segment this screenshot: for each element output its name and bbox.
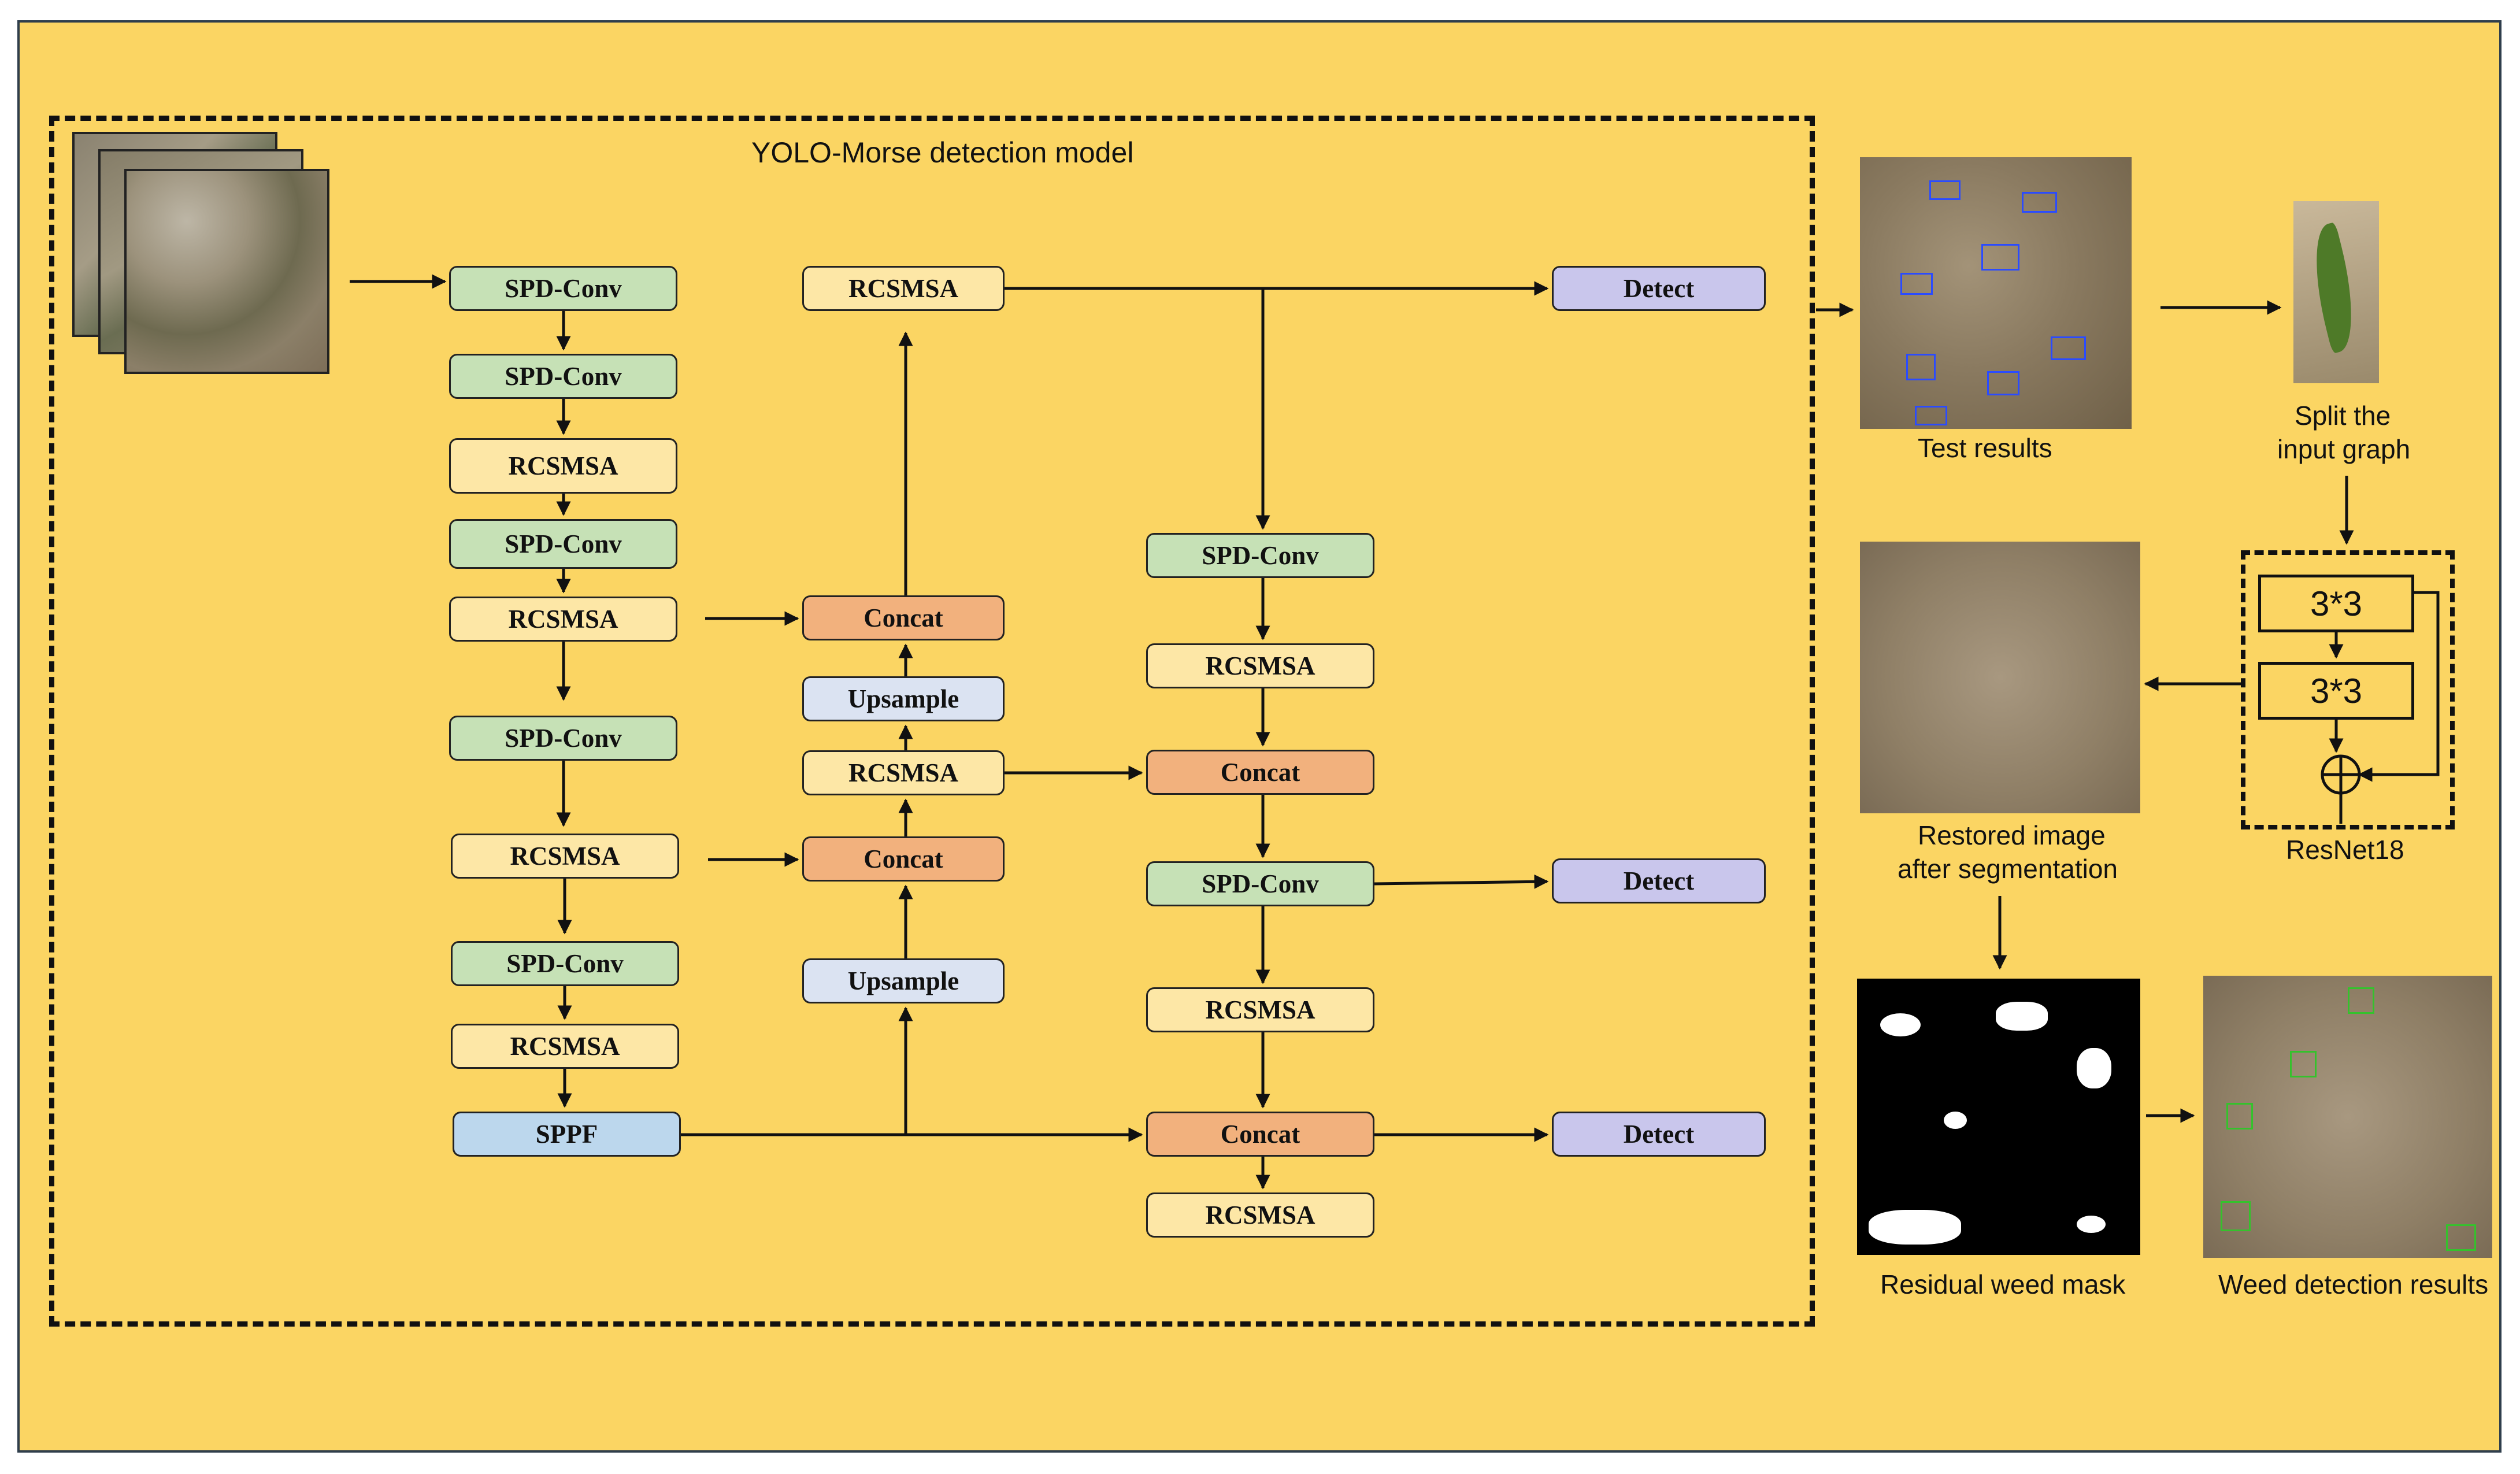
detection-box (2446, 1224, 2476, 1251)
split-leaf-image (2293, 201, 2379, 383)
detection-box (2051, 336, 2086, 360)
rcsmsa-right-block-2: RCSMSA (1146, 987, 1374, 1032)
resnet-conv-2: 3*3 (2258, 662, 2414, 720)
mask-blob (1880, 1013, 1921, 1036)
arrow-to-detect-2 (1374, 874, 1549, 889)
mask-blob (1944, 1112, 1967, 1129)
detection-box (1981, 244, 2019, 271)
rcsmsa-top-block: RCSMSA (802, 266, 1005, 311)
model-title: YOLO-Morse detection model (751, 136, 1134, 169)
spd-conv-right-block-1: SPD-Conv (1146, 533, 1374, 578)
yolo-morse-model-boundary (49, 116, 1815, 1327)
rcsmsa-block-2: RCSMSA (449, 597, 677, 642)
residual-weed-mask-label: Residual weed mask (1880, 1269, 2126, 1299)
detection-box (2290, 1051, 2317, 1077)
detection-box (1915, 406, 1947, 425)
split-input-label-line2: input graph (2277, 434, 2411, 464)
spd-conv-block-5: SPD-Conv (451, 941, 679, 986)
restored-image-label-line2: after segmentation (1898, 854, 2118, 884)
resnet18-boundary (2241, 550, 2455, 829)
restored-image-label-line1: Restored image (1918, 820, 2106, 850)
weed-detection-results-image (2203, 976, 2492, 1258)
rcsmsa-right-block-3: RCSMSA (1146, 1192, 1374, 1238)
concat-block-1: Concat (802, 595, 1005, 640)
detect-head-1: Detect (1552, 266, 1766, 311)
resnet-conv-1: 3*3 (2258, 575, 2414, 632)
detection-box (2348, 987, 2374, 1014)
rcsmsa-block-1: RCSMSA (449, 438, 677, 494)
detection-box (2022, 192, 2057, 213)
concat-right-block-1: Concat (1146, 750, 1374, 795)
detection-box (2221, 1201, 2251, 1231)
detection-box (2226, 1103, 2253, 1129)
split-input-label-line1: Split the (2295, 401, 2391, 431)
weed-detection-results-label: Weed detection results (2218, 1269, 2489, 1299)
mask-blob (2077, 1216, 2106, 1233)
detection-box (1900, 273, 1933, 295)
spd-conv-right-block-2: SPD-Conv (1146, 861, 1374, 906)
mask-blob (1996, 1002, 2048, 1031)
rcsmsa-mid-block: RCSMSA (802, 750, 1005, 795)
rcsmsa-block-4: RCSMSA (451, 1024, 679, 1069)
rcsmsa-block-3: RCSMSA (451, 834, 679, 879)
detect-head-3: Detect (1552, 1112, 1766, 1157)
sppf-block: SPPF (453, 1112, 681, 1157)
restored-image (1860, 542, 2140, 813)
upsample-block-1: Upsample (802, 676, 1005, 721)
input-image-front (124, 169, 329, 374)
mask-blob (1869, 1210, 1961, 1245)
detect-head-2: Detect (1552, 858, 1766, 903)
detection-box (1906, 354, 1936, 380)
spd-conv-block-4: SPD-Conv (449, 716, 677, 761)
mask-blob (2077, 1048, 2111, 1088)
residual-weed-mask-image (1857, 979, 2140, 1255)
resnet18-label: ResNet18 (2286, 835, 2404, 865)
concat-block-2: Concat (802, 836, 1005, 882)
upsample-block-2: Upsample (802, 958, 1005, 1003)
concat-right-block-2: Concat (1146, 1112, 1374, 1157)
test-results-label: Test results (1918, 433, 2052, 463)
spd-conv-block-2: SPD-Conv (449, 354, 677, 399)
spd-conv-block-3: SPD-Conv (449, 519, 677, 569)
spd-conv-block-1: SPD-Conv (449, 266, 677, 311)
resnet-skip-connection (2358, 591, 2440, 782)
test-results-image (1860, 157, 2132, 429)
detection-box (1929, 180, 1961, 200)
detection-box (1987, 371, 2019, 395)
rcsmsa-right-block-1: RCSMSA (1146, 643, 1374, 688)
